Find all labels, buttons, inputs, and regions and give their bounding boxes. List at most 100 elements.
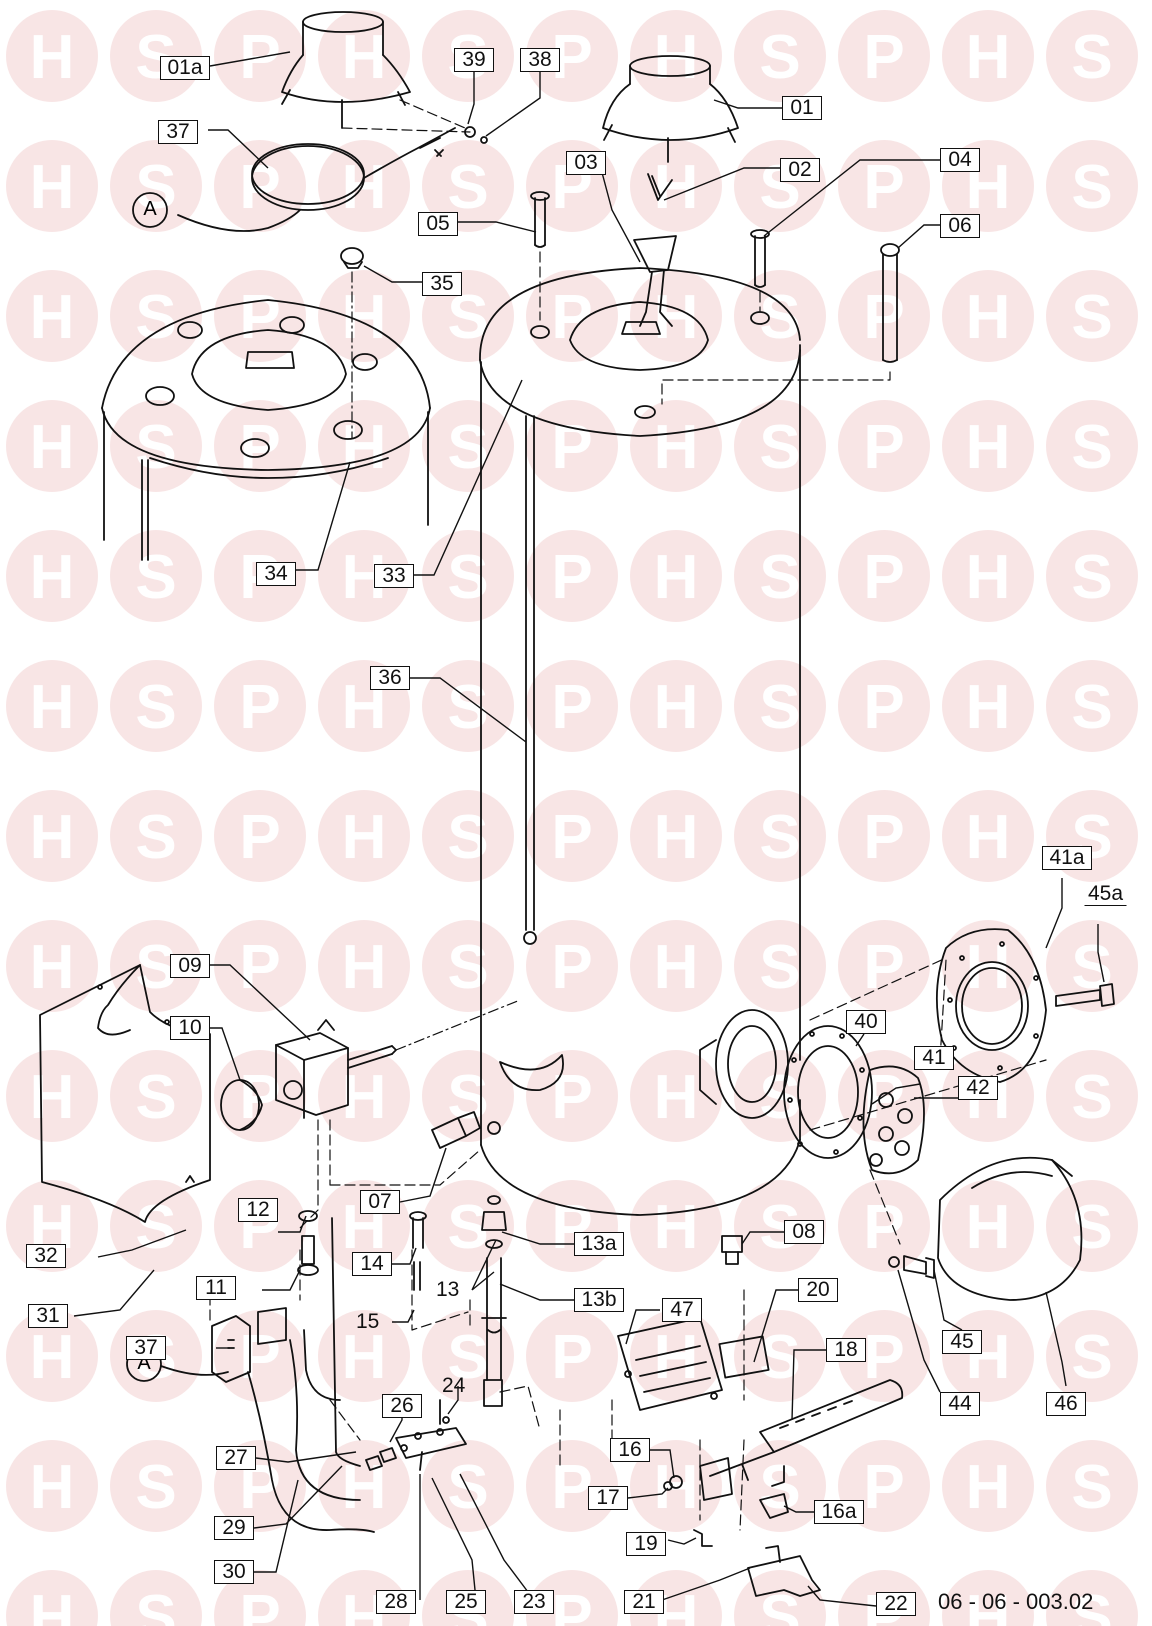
watermark-letter: P: [863, 413, 904, 482]
watermark-letter: S: [759, 803, 800, 872]
watermark-circle: [630, 530, 722, 622]
watermark-circle: [318, 1050, 410, 1142]
watermark-circle: [734, 400, 826, 492]
watermark-circle: [942, 1180, 1034, 1272]
watermark-circle: [110, 660, 202, 752]
cover-31: [39, 964, 211, 1223]
watermark-circle: [214, 140, 306, 232]
watermark-circle: [734, 790, 826, 882]
watermark-letter: H: [30, 23, 75, 92]
watermark-letter: P: [863, 23, 904, 92]
watermark-letter: P: [551, 1453, 592, 1522]
watermark-letter: H: [966, 543, 1011, 612]
part-label-02: 02: [780, 158, 820, 182]
plug-35: [340, 247, 364, 269]
part-label-13: 13: [436, 1278, 460, 1301]
watermark-letter: S: [135, 1453, 176, 1522]
watermark-letter: S: [135, 1063, 176, 1132]
watermark-circle: [110, 790, 202, 882]
bracket-23: [365, 1399, 467, 1471]
watermark-letter: S: [135, 1193, 176, 1262]
watermark-letter: S: [1071, 1453, 1112, 1522]
watermark-letter: H: [654, 933, 699, 1002]
watermark-circle: [110, 1050, 202, 1142]
watermark-circle: [734, 530, 826, 622]
connector-a-top-letter: A: [143, 198, 157, 220]
watermark-letter: P: [239, 673, 280, 742]
watermark-circle: [422, 660, 514, 752]
part-label-07: 07: [360, 1190, 400, 1214]
part-label-05: 05: [418, 212, 458, 236]
watermark-circle: [422, 1050, 514, 1142]
watermark-circle: [942, 790, 1034, 882]
watermark-letter: H: [966, 1193, 1011, 1262]
part-label-47: 47: [662, 1298, 702, 1322]
watermark-circle: [838, 790, 930, 882]
watermark-letter: S: [135, 1583, 176, 1626]
watermark-letter: H: [342, 23, 387, 92]
part-label-13a: 13a: [574, 1232, 624, 1256]
watermark-letter: S: [1071, 413, 1112, 482]
part-label-09: 09: [170, 954, 210, 978]
watermark-circle: [1046, 530, 1138, 622]
part-label-35: 35: [422, 272, 462, 296]
part-label-45: 45: [942, 1330, 982, 1354]
watermark-circle: [422, 530, 514, 622]
watermark-circle: [6, 660, 98, 752]
watermark-circle: [630, 1310, 722, 1402]
watermark-circle: [526, 660, 618, 752]
bracket-16a: [759, 1493, 789, 1519]
watermark-circle: [110, 530, 202, 622]
anode-05: [530, 191, 550, 248]
gas-valve-09: [275, 1019, 397, 1119]
watermark-letter: P: [551, 673, 592, 742]
watermark-circle: [838, 400, 930, 492]
watermark-letter: H: [342, 1323, 387, 1392]
watermark-circle: [1046, 400, 1138, 492]
part-label-30: 30: [214, 1560, 254, 1584]
burner-18: [699, 1379, 904, 1501]
heating-plate-42: [862, 1065, 925, 1175]
watermark-circle: [838, 270, 930, 362]
watermark-circle: [942, 270, 1034, 362]
watermark-circle: [630, 1180, 722, 1272]
watermark-circle: [6, 10, 98, 102]
watermark-circle: [422, 1310, 514, 1402]
watermark-circle: [318, 270, 410, 362]
watermark-letter: P: [863, 803, 904, 872]
watermark-circle: [422, 920, 514, 1012]
watermark-letter: P: [863, 673, 904, 742]
watermark-letter: H: [342, 413, 387, 482]
watermark-circle: [942, 400, 1034, 492]
part-label-42: 42: [958, 1076, 998, 1100]
watermark-letter: S: [1071, 673, 1112, 742]
watermark-letter: H: [654, 673, 699, 742]
bracket-47: [617, 1317, 723, 1411]
watermark-letter: P: [239, 153, 280, 222]
watermark-letter: P: [863, 933, 904, 1002]
part-label-38: 38: [520, 48, 560, 72]
part-label-29: 29: [214, 1516, 254, 1540]
part-label-40: 40: [846, 1010, 886, 1034]
watermark-circle: [942, 1570, 1034, 1626]
part-label-04: 04: [940, 148, 980, 172]
watermark-circle: [110, 270, 202, 362]
baffle-02: [647, 173, 673, 201]
cover-46: [937, 1156, 1083, 1301]
watermark-letter: H: [654, 153, 699, 222]
watermark-letter: H: [966, 1583, 1011, 1626]
watermark-circle: [1046, 1440, 1138, 1532]
injector-16-17: [663, 1475, 683, 1491]
bolt-45-washer-44: [888, 1255, 935, 1279]
watermark-letter: P: [863, 1323, 904, 1392]
part-label-31: 31: [28, 1304, 68, 1328]
watermark-circle: [214, 270, 306, 362]
watermark-letter: P: [863, 1453, 904, 1522]
watermark-letter: P: [239, 1583, 280, 1626]
connector-a-top: [132, 192, 168, 228]
part-label-01a: 01a: [160, 56, 210, 80]
watermark-circle: [526, 920, 618, 1012]
watermark-letter: H: [654, 1193, 699, 1262]
thermostat-37-lower: [211, 1307, 287, 1383]
